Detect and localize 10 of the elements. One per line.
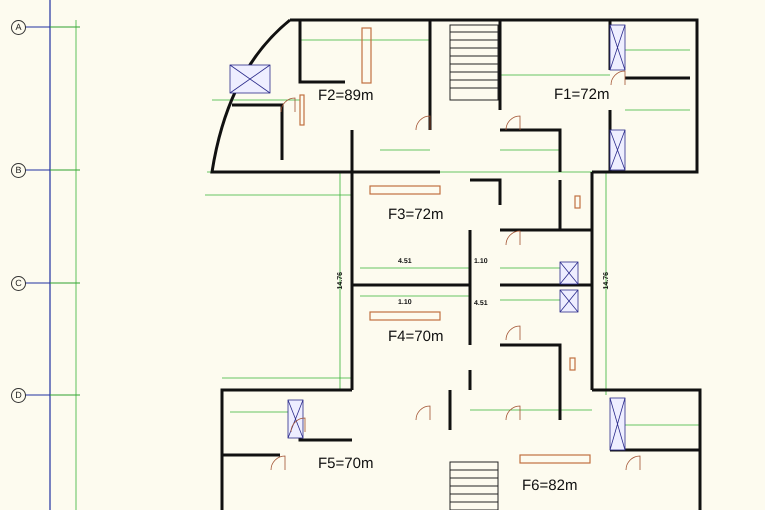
grid-bubble: A (11, 20, 26, 35)
unit-area-label: F5=70m (318, 456, 374, 471)
unit-area-label: F6=82m (522, 478, 578, 493)
grid-bubble: D (11, 388, 26, 403)
unit-area-label: F4=70m (388, 329, 444, 344)
unit-area-label: F2=89m (318, 88, 374, 103)
unit-area-label: F1=72m (554, 87, 610, 102)
grid-bubble: B (11, 163, 26, 178)
grid-bubble: C (11, 276, 26, 291)
unit-area-label: F3=72m (388, 207, 444, 222)
